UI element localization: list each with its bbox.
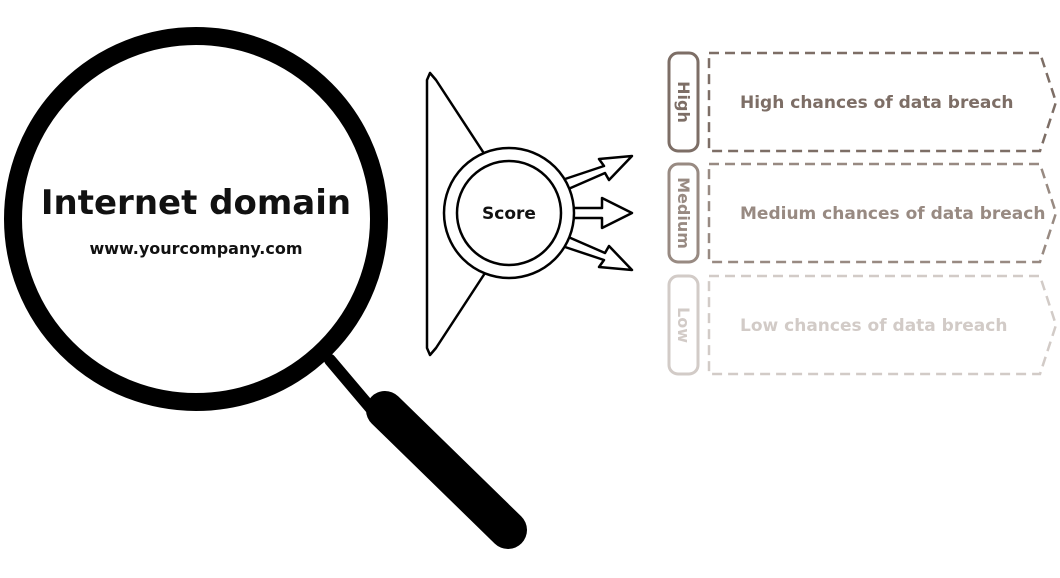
- level-tab-high: [667, 51, 700, 153]
- domain-title: Internet domain: [41, 183, 351, 223]
- level-tab-label-high: High: [674, 81, 693, 123]
- domain-url: www.yourcompany.com: [89, 239, 302, 258]
- level-medium: Medium Medium chances of data breach: [667, 162, 1058, 264]
- level-high: High High chances of data breach: [667, 51, 1058, 153]
- score-label: Score: [482, 204, 536, 224]
- score-gauge: [442, 146, 576, 280]
- level-band-low: [707, 274, 1058, 376]
- score-inner-ring: [455, 159, 563, 267]
- level-low: Low Low chances of data breach: [667, 274, 1058, 376]
- arrow-down-icon: [560, 234, 634, 272]
- level-band-medium: [707, 162, 1058, 264]
- level-text-medium: Medium chances of data breach: [740, 204, 1045, 224]
- arrow-right-icon: [564, 196, 634, 230]
- level-tab-label-low: Low: [674, 307, 693, 343]
- level-tab-label-medium: Medium: [674, 177, 693, 249]
- score-arrows: [560, 154, 634, 272]
- level-text-high: High chances of data breach: [740, 93, 1014, 113]
- magnifying-glass-icon: [4, 27, 527, 549]
- level-tab-low: [667, 274, 700, 376]
- level-band-high: [707, 51, 1058, 153]
- magnifier-handle-grip: [366, 391, 527, 549]
- level-text-low: Low chances of data breach: [740, 316, 1007, 336]
- magnifier-lens-ring: [4, 27, 388, 411]
- level-tab-medium: [667, 162, 700, 264]
- arrow-up-icon: [560, 154, 634, 192]
